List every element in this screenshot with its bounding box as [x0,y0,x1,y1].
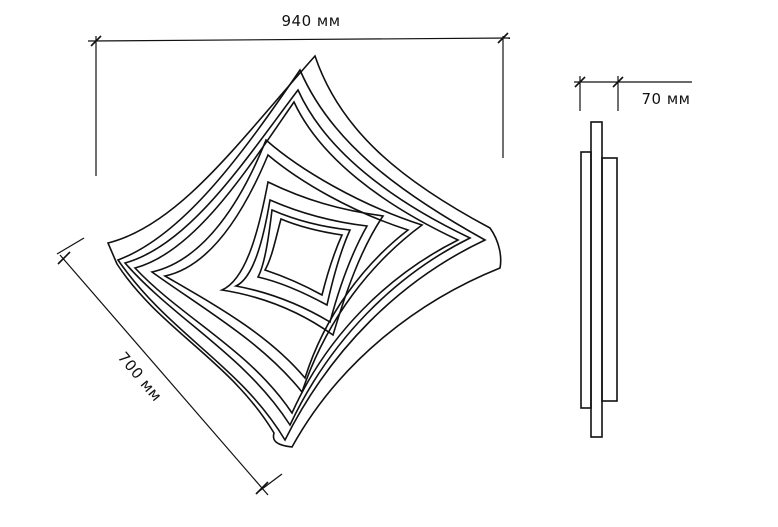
depth-dimension-line [59,254,269,496]
lamp-side-view [580,121,618,438]
ring-4-outer [219,180,385,337]
width-dimension: 940 мм [87,12,511,176]
side-mount-plate [580,151,592,409]
ring-3-outer [150,138,424,394]
width-label: 940 мм [281,12,340,30]
depth-extension-top [56,237,85,255]
height-tick-left [574,76,586,88]
side-front-panel [601,157,618,402]
height-dimension: 70 мм [574,76,692,111]
center-inner [263,217,344,297]
width-dimension-line [87,37,511,42]
outer-contour [106,54,502,448]
width-tick-left [90,35,102,47]
lamp-top-view [106,54,502,448]
depth-tick-top [57,251,71,265]
height-tick-right [612,76,624,88]
ring-4-inner [233,198,369,324]
ring-3-inner [162,153,410,380]
height-label: 70 мм [642,90,691,108]
ring-2-inner [133,100,460,415]
width-tick-right [497,32,509,44]
center-outer [256,208,352,307]
depth-dimension: 700 мм [56,237,283,496]
depth-tick-bottom [255,481,269,495]
depth-label: 700 мм [114,348,166,405]
side-body [590,121,603,438]
outer-contour-inner [116,68,487,442]
ring-2-outer [123,88,472,427]
